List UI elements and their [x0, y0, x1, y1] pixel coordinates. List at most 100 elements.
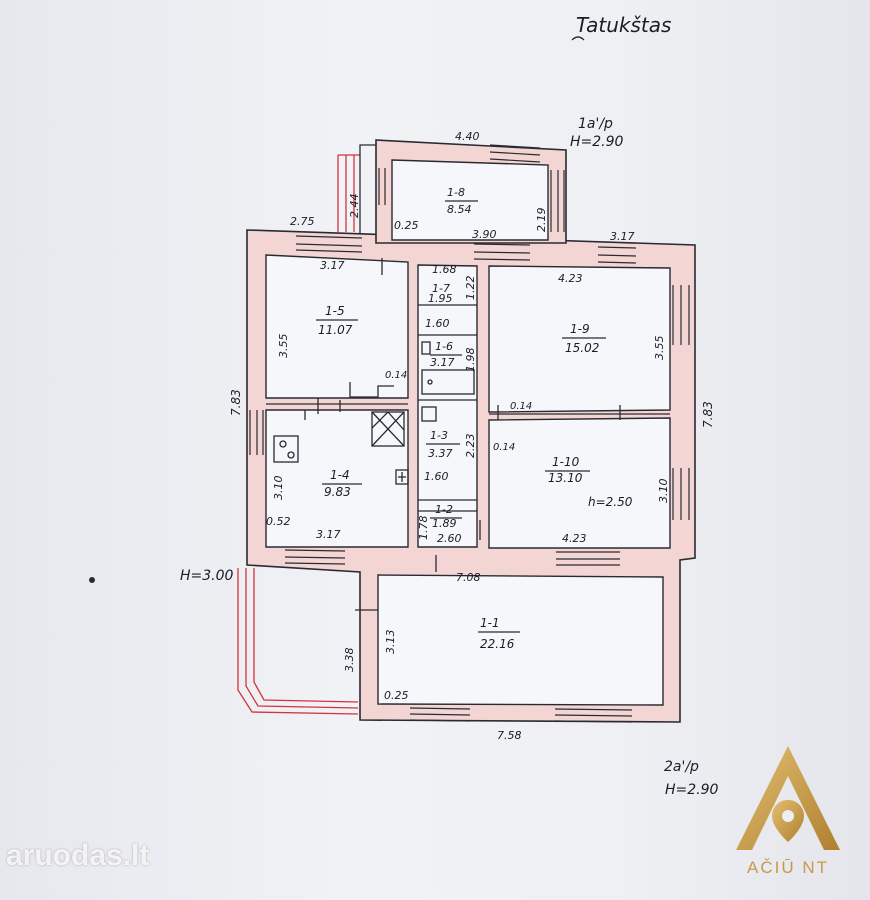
window-top-right: [597, 246, 637, 264]
annex-bottom-label: 2a'/p: [664, 759, 699, 775]
svg-text:4.40: 4.40: [455, 130, 480, 143]
room-label: 1-3: [430, 429, 448, 442]
room-label: 1-6: [435, 340, 453, 353]
stair-step-outline: [349, 382, 394, 398]
boiler-icon: [421, 406, 437, 422]
svg-text:1.60: 1.60: [425, 317, 450, 330]
window-hall-bottom-left: [409, 707, 471, 722]
room-label: 1-7: [432, 282, 450, 295]
window-right-lower: [672, 468, 690, 520]
room-area: 15.02: [565, 341, 599, 355]
window-left: [249, 410, 264, 455]
svg-text:1.22: 1.22: [464, 276, 477, 301]
watermark-text: aruodas.lt: [6, 839, 150, 872]
room-area: 3.37: [428, 447, 453, 460]
svg-text:3.10: 3.10: [657, 479, 670, 504]
svg-text:3.38: 3.38: [343, 648, 356, 673]
room-label: 1-1: [480, 616, 500, 630]
main-walls: [246, 229, 696, 723]
toilet-icon: [421, 341, 431, 355]
room-label: 1-5: [325, 304, 345, 318]
room-label: 1-2: [435, 503, 453, 516]
window-annex-right: [550, 170, 565, 232]
room-area: 9.83: [324, 485, 351, 499]
annex-top-label: 1a'/p: [578, 116, 613, 132]
drain-icon: [427, 379, 433, 385]
svg-text:1.60: 1.60: [424, 470, 449, 483]
svg-text:1.68: 1.68: [432, 263, 457, 276]
svg-text:2.75: 2.75: [290, 215, 315, 228]
svg-text:3.17: 3.17: [610, 230, 635, 243]
svg-text:3.90: 3.90: [472, 228, 497, 241]
svg-text:0.14: 0.14: [385, 370, 407, 381]
room-area: 11.07: [318, 323, 353, 337]
aruodas-watermark: aruodas.lt: [6, 836, 149, 876]
svg-text:3.55: 3.55: [277, 334, 290, 359]
dimension-lines: [304, 258, 621, 611]
svg-text:2.60: 2.60: [437, 532, 462, 545]
svg-text:4.23: 4.23: [558, 272, 583, 285]
room-area: 3.17: [430, 356, 455, 369]
svg-text:2.23: 2.23: [464, 434, 477, 459]
room-area: 1.95: [428, 292, 453, 305]
main-height: H=3.00: [180, 568, 234, 584]
svg-text:7.83: 7.83: [229, 389, 243, 416]
annex-top-height: H=2.90: [570, 134, 624, 150]
window-annex-left: [378, 168, 386, 205]
logo-text: AČIŪ NT: [747, 858, 829, 877]
windows: [249, 144, 690, 723]
svg-text:0.14: 0.14: [493, 442, 515, 453]
svg-text:2.44: 2.44: [348, 194, 361, 219]
stove-burner-icon: [287, 451, 295, 459]
stove-burner-icon: [279, 440, 287, 448]
room-area: 22.16: [480, 637, 515, 651]
window-bottom-right: [556, 551, 620, 566]
svg-text:3.17: 3.17: [316, 528, 341, 541]
svg-text:0.52: 0.52: [266, 515, 291, 528]
window-hall-bottom-right: [554, 708, 633, 723]
logo-a-icon: [736, 746, 840, 850]
svg-text:2.19: 2.19: [535, 208, 548, 233]
svg-text:1.78: 1.78: [417, 516, 430, 541]
room-label: 1-8: [447, 186, 465, 199]
svg-text:3.55: 3.55: [653, 336, 666, 361]
window-top-mid: [473, 243, 531, 261]
room-label: 1-10: [552, 455, 580, 469]
room-labels: 1-8 8.54 1-7 1.95 1-6 3.17 1-5 11.07 1-9…: [316, 186, 606, 651]
svg-text:0.25: 0.25: [384, 689, 409, 702]
svg-text:0.25: 0.25: [394, 219, 419, 232]
dimension-labels: 4.40 2.44 0.25 3.90 2.19 2.75 3.17 3.17 …: [229, 130, 715, 742]
interior-partitions: [266, 304, 670, 512]
window-top-left: [295, 235, 363, 253]
sink-icon: [395, 469, 409, 485]
svg-text:h=2.50: h=2.50: [588, 495, 633, 509]
svg-text:3.13: 3.13: [384, 630, 397, 655]
svg-text:7.58: 7.58: [497, 729, 522, 742]
window-right-upper: [672, 285, 690, 345]
window-annex-top: [489, 144, 541, 163]
ink-dot: [89, 577, 95, 583]
svg-text:7.08: 7.08: [456, 571, 481, 584]
svg-text:3.17: 3.17: [320, 259, 345, 272]
title-underline: [571, 36, 585, 41]
window-bottom-left: [284, 549, 346, 565]
svg-text:0.14: 0.14: [510, 401, 532, 412]
room-area: 13.10: [548, 471, 583, 485]
svg-text:7.83: 7.83: [701, 401, 715, 428]
room-area: 8.54: [447, 203, 472, 216]
fixtures: [273, 341, 475, 485]
bathtub-icon: [421, 369, 475, 395]
plan-title: Tatukštas: [576, 13, 671, 37]
aciu-nt-logo: AČIŪ NT: [728, 738, 848, 888]
top-annex-walls: [375, 139, 567, 244]
svg-text:1.98: 1.98: [464, 348, 477, 373]
room-area: 1.89: [432, 517, 457, 530]
annex-bottom-height: H=2.90: [665, 782, 719, 798]
room-label: 1-4: [330, 468, 350, 482]
svg-text:4.23: 4.23: [562, 532, 587, 545]
svg-text:3.10: 3.10: [272, 476, 285, 501]
stove-icon: [273, 435, 299, 463]
red-access-lines: [237, 144, 376, 715]
room-label: 1-9: [570, 322, 590, 336]
